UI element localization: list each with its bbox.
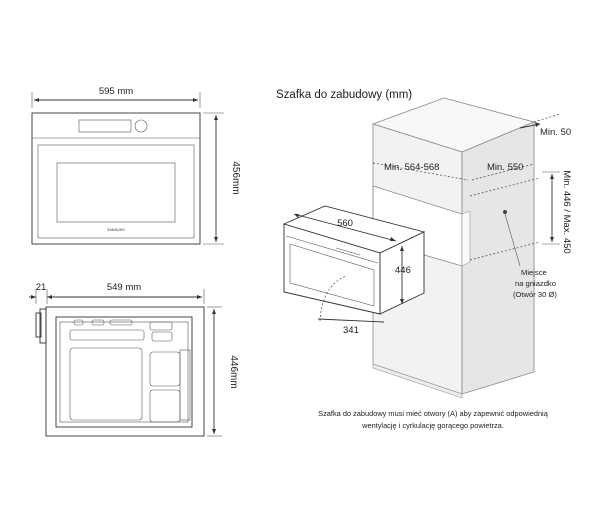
control-knob-icon	[134, 119, 148, 133]
ventilation-note-line2: wentylację i cyrkulację gorącego powietr…	[361, 421, 504, 430]
cabinet-side	[461, 121, 535, 395]
oven-width-label: 560	[337, 218, 353, 229]
side-height-label: 446mm	[228, 355, 239, 388]
front-width-label: 595 mm	[99, 86, 133, 97]
brand-logo: SAMSUNG	[107, 228, 125, 232]
oven-height-label: 446	[395, 265, 411, 276]
side-depth-label: 549 mm	[107, 282, 141, 293]
side-panel-large	[69, 347, 143, 421]
cabinet-diagram: Szafka do zabudowy (mm) Min. 50 Min. 564…	[276, 89, 572, 430]
oven-front	[31, 112, 201, 245]
cabinet-depth-label: Min. 550	[487, 162, 523, 173]
min-top-label: Min. 50	[540, 127, 571, 138]
cabinet-width-label: Min. 564-568	[384, 162, 439, 173]
oven-door	[37, 144, 195, 239]
side-offset-label: 21	[36, 282, 47, 293]
socket-marker-icon	[503, 210, 507, 214]
side-view: 21 549 mm 446mm	[29, 282, 239, 437]
cabinet-title: Szafka do zabudowy (mm)	[276, 89, 412, 101]
oven-depth-label: 341	[343, 325, 359, 336]
ventilation-note-line1: Szafka do zabudowy musi mieć otwory (A) …	[318, 409, 549, 418]
front-view: 595 mm SAMSUNG 456mm	[31, 86, 241, 245]
socket-label-2: na gniazdko	[515, 279, 556, 288]
front-height-label: 456mm	[230, 161, 241, 194]
oven-body-outline	[45, 306, 205, 437]
control-display	[78, 119, 132, 133]
oven-face	[283, 223, 381, 315]
oven-window	[56, 162, 176, 223]
cabinet-height-label: Min. 446 / Max. 450	[561, 170, 572, 253]
socket-label-3: (Otwór 30 Ø)	[513, 290, 557, 299]
socket-label-1: Miejsce	[521, 268, 547, 277]
